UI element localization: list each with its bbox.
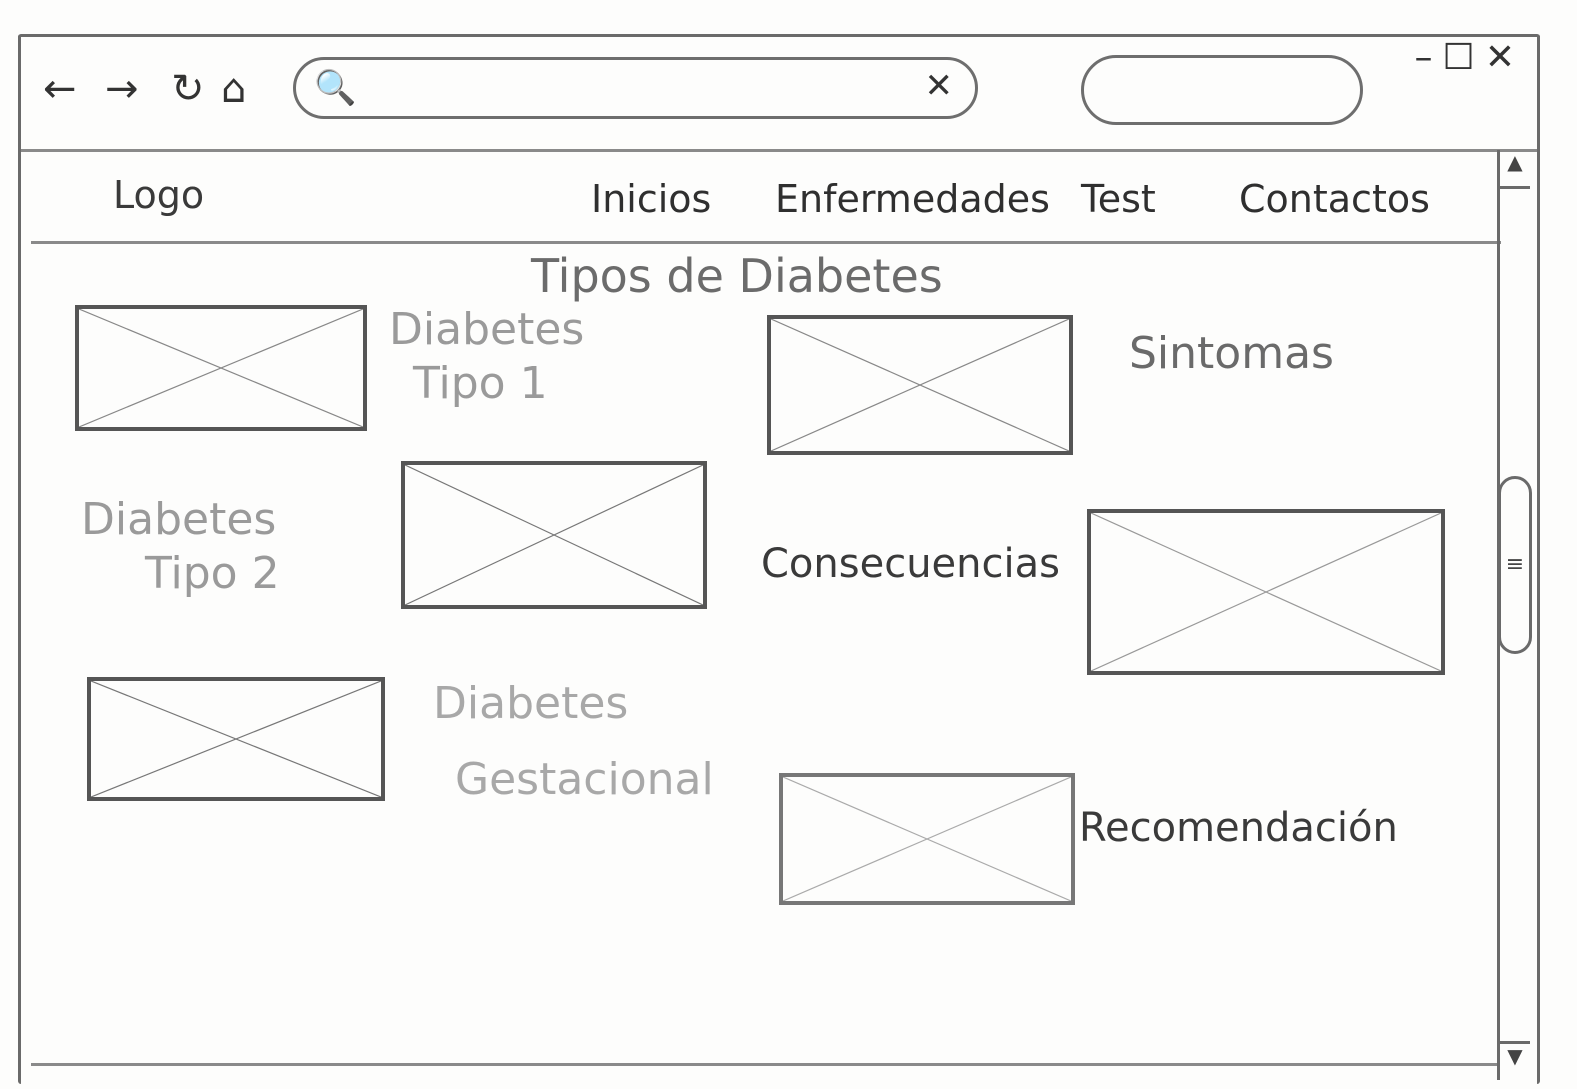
window-controls: – ☐ ✕ [1415, 37, 1515, 78]
card-title: Diabetes [389, 304, 585, 355]
card-consecuencias[interactable]: Consecuencias [761, 537, 1060, 591]
clear-icon[interactable]: ✕ [924, 66, 954, 106]
maximize-icon[interactable]: ☐ [1442, 37, 1475, 78]
image-placeholder-consecuencias [1087, 509, 1445, 675]
nav-link-inicios[interactable]: Inicios [591, 177, 712, 221]
search-icon: 🔍 [314, 68, 357, 108]
browser-toolbar: ← → ↻ ⌂ 🔍 ✕ – ☐ ✕ [21, 37, 1537, 152]
footer-divider [31, 1063, 1497, 1066]
scroll-down-icon[interactable]: ▼ [1500, 1041, 1530, 1080]
scroll-up-icon[interactable]: ▲ [1500, 150, 1530, 189]
card-diabetes-tipo-2[interactable]: Diabetes Tipo 2 [81, 493, 280, 601]
scroll-thumb[interactable]: ≡ [1498, 476, 1532, 654]
logo[interactable]: Logo [113, 173, 205, 217]
nav-link-enfermedades[interactable]: Enfermedades [775, 177, 1050, 221]
card-title: Recomendación [1079, 805, 1398, 851]
card-recomendacion[interactable]: Recomendación [1079, 801, 1398, 855]
card-subtitle: Tipo 1 [413, 358, 548, 409]
forward-arrow-icon[interactable]: → [105, 66, 139, 112]
secondary-search-input[interactable] [1108, 72, 1342, 110]
page-title: Tipos de Diabetes [531, 249, 943, 303]
grip-icon: ≡ [1505, 552, 1525, 577]
nav-link-contactos[interactable]: Contactos [1239, 177, 1430, 221]
image-placeholder-recomendacion [779, 773, 1075, 905]
close-icon[interactable]: ✕ [1484, 37, 1515, 78]
address-bar[interactable]: 🔍 ✕ [293, 57, 978, 119]
nav-link-test[interactable]: Test [1081, 177, 1156, 221]
card-diabetes-gestacional[interactable]: Diabetes Gestacional [433, 677, 714, 807]
reload-icon[interactable]: ↻ [171, 66, 205, 112]
card-sintomas[interactable]: Sintomas [1129, 327, 1334, 381]
card-subtitle: Tipo 2 [145, 548, 280, 599]
secondary-search-field[interactable] [1081, 55, 1363, 125]
address-input[interactable] [356, 68, 920, 110]
card-title: Sintomas [1129, 328, 1334, 379]
site-header: Logo Inicios Enfermedades Test Contactos [31, 159, 1501, 244]
home-icon[interactable]: ⌂ [221, 66, 247, 112]
card-title: Diabetes [433, 678, 629, 729]
image-placeholder-tipo-1 [75, 305, 367, 431]
minimize-icon[interactable]: – [1414, 37, 1433, 78]
card-subtitle: Gestacional [455, 754, 714, 805]
image-placeholder-gestacional [87, 677, 385, 801]
vertical-scrollbar[interactable]: ▲ ≡ ▼ [1497, 150, 1532, 1080]
image-placeholder-sintomas [767, 315, 1073, 455]
image-placeholder-tipo-2 [401, 461, 707, 609]
card-title: Diabetes [81, 494, 277, 545]
back-arrow-icon[interactable]: ← [43, 66, 77, 112]
browser-window: ← → ↻ ⌂ 🔍 ✕ – ☐ ✕ Logo Inicios Enfermeda… [18, 34, 1540, 1084]
card-diabetes-tipo-1[interactable]: Diabetes Tipo 1 [389, 303, 584, 411]
card-title: Consecuencias [761, 541, 1060, 587]
